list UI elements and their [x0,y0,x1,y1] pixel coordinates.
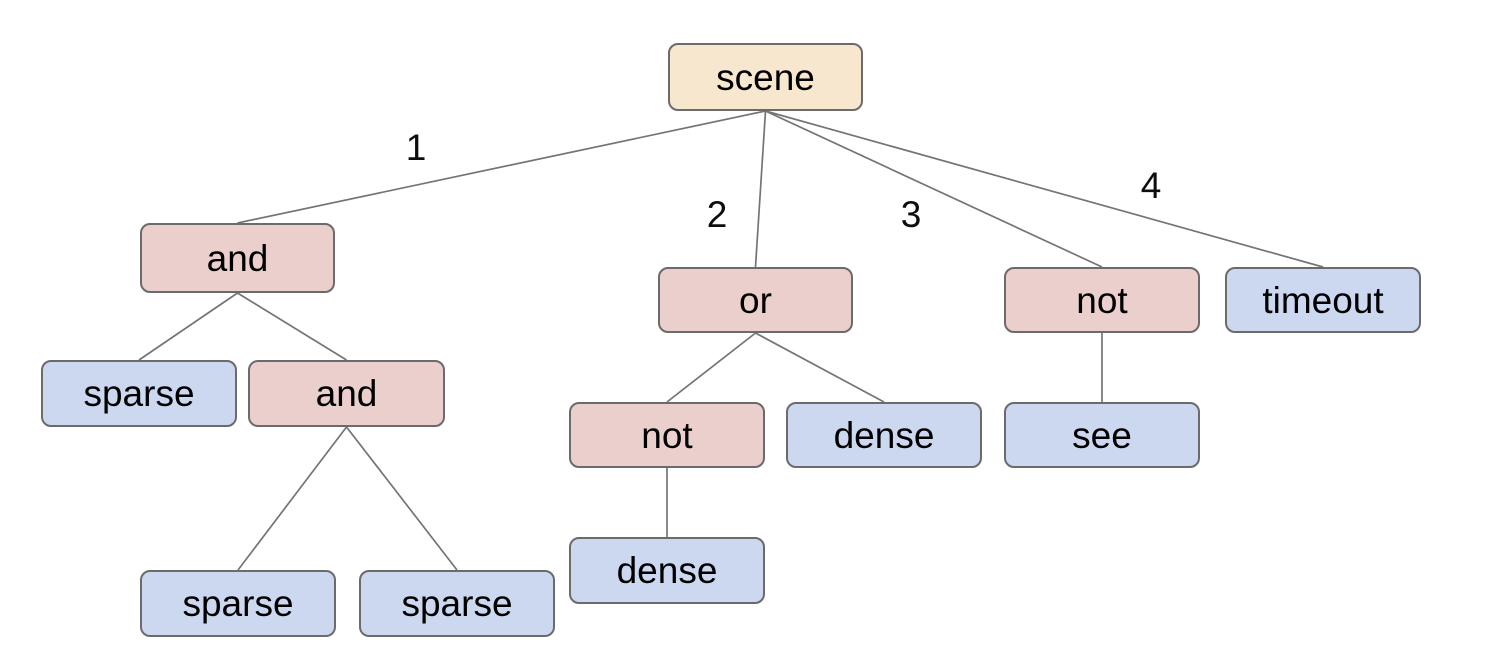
tree-node-timeout1: timeout [1225,267,1421,333]
edge-and2-sparse2 [237,426,348,571]
edge-label-4: 4 [1140,165,1162,206]
edge-and1-and2 [237,292,347,361]
tree-node-and1: and [140,223,335,293]
tree-node-sparse1: sparse [41,360,237,427]
tree-node-dense1: dense [786,402,982,468]
tree-node-not2: not [569,402,765,468]
edge-label-1: 1 [405,127,427,168]
tree-node-and2: and [248,360,445,427]
tree-node-not1: not [1004,267,1200,333]
edge-scene-or1 [754,110,767,268]
edge-scene-timeout1 [765,110,1324,268]
tree-node-or1: or [658,267,853,333]
edge-scene-not1 [765,110,1103,268]
tree-node-scene: scene [668,43,863,111]
tree-node-sparse3: sparse [359,570,555,637]
edge-label-2: 2 [706,194,728,235]
tree-node-sparse2: sparse [140,570,336,637]
tree-node-see1: see [1004,402,1200,468]
edge-or1-not2 [666,332,757,403]
edge-and1-sparse1 [138,292,238,361]
edge-scene-and1 [237,110,766,224]
edge-label-3: 3 [900,194,922,235]
edge-or1-dense1 [755,332,885,403]
tree-node-dense2: dense [569,537,765,604]
edge-and2-sparse3 [345,426,458,571]
